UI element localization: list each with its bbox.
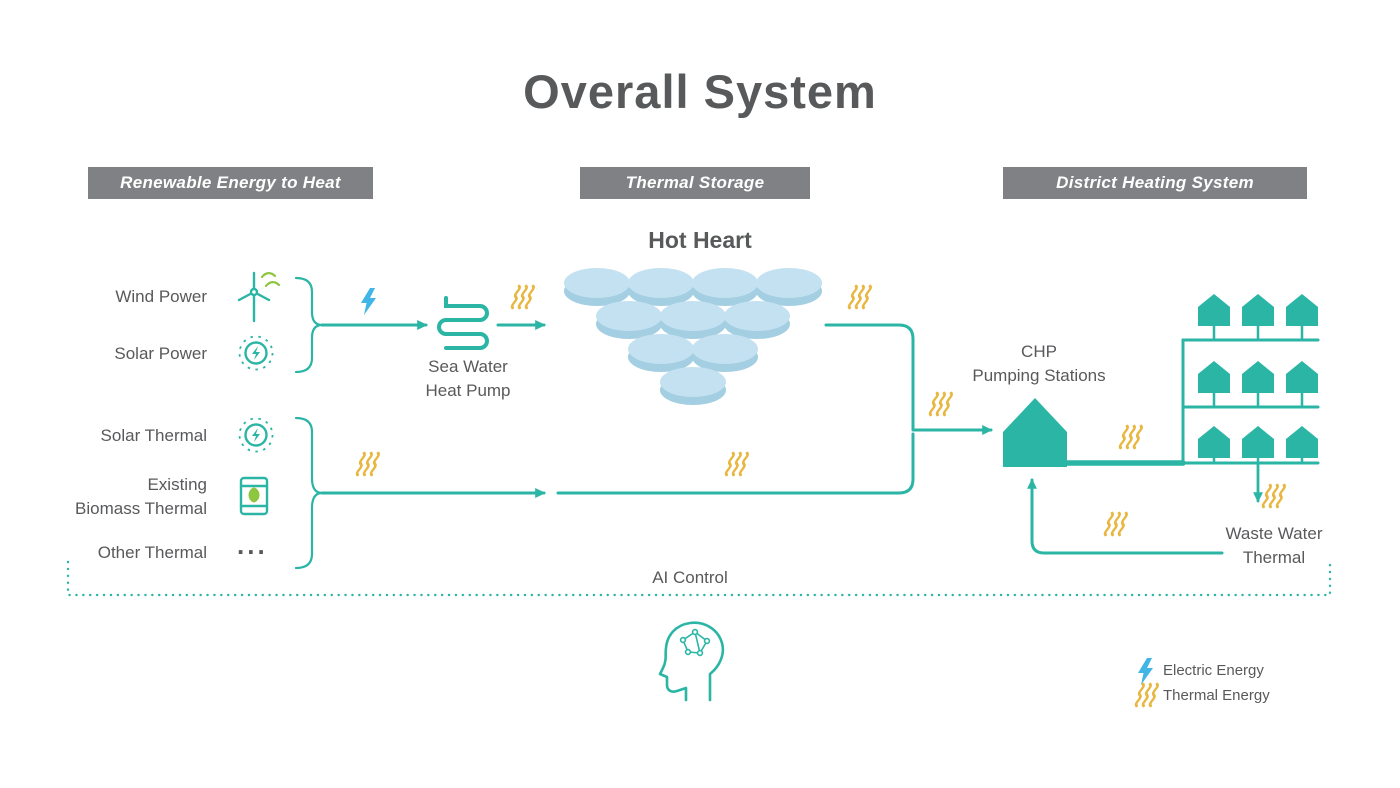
brain-network [679, 628, 711, 657]
house-icon [1198, 361, 1230, 393]
hot-heart-tank-stack [564, 268, 822, 405]
thermal-waves-icon [510, 284, 536, 310]
waste-water-label-line1: Waste Water [1225, 524, 1323, 543]
storage-tank-icon [660, 367, 726, 405]
solar-thermal-label: Solar Thermal [100, 426, 207, 445]
storage-to-chp-pipe [824, 323, 993, 435]
storage-tank-icon [692, 268, 758, 306]
biomass-label-line2: Biomass Thermal [75, 499, 207, 518]
wind-turbine-icon [237, 271, 281, 323]
thermal-waves-icon [1103, 511, 1129, 537]
solar-power-label: Solar Power [114, 344, 207, 363]
storage-tank-icon [596, 301, 662, 339]
thermal-waves-icon [1118, 424, 1144, 450]
storage-tank-icon [660, 301, 726, 339]
house-icon [1242, 294, 1274, 326]
thermal-waves-icon [1134, 682, 1160, 708]
page-title: Overall System [523, 65, 877, 118]
biomass-barrel-leaf-icon [239, 476, 269, 516]
waste-water-label-line2: Thermal [1242, 548, 1306, 567]
legend-electric-label: Electric Energy [1163, 662, 1264, 679]
storage-tank-icon [692, 334, 758, 372]
storage-tank-icon [564, 268, 630, 306]
thermal-waves-icon [355, 451, 381, 477]
house-icon [1286, 426, 1318, 458]
storage-tank-icon [628, 268, 694, 306]
wind-gust-icon [260, 272, 281, 288]
thermal-waves-icon [847, 284, 873, 310]
wind-power-label: Wind Power [115, 287, 207, 306]
other-thermal-label: Other Thermal [97, 543, 207, 562]
sun-lightning-icon [238, 417, 274, 453]
hot-heart-label: Hot Heart [648, 227, 752, 253]
lightning-bolt-icon [1138, 658, 1153, 685]
storage-tank-icon [628, 334, 694, 372]
house-icon [1198, 294, 1230, 326]
lightning-bolt-icon [361, 288, 376, 315]
house-icon [1242, 361, 1274, 393]
section-header-renewable: Renewable Energy to Heat [88, 167, 373, 199]
house-icon [1286, 294, 1318, 326]
sun-lightning-icon [238, 335, 274, 371]
house-icon [1242, 426, 1274, 458]
thermal-waves-icon [928, 391, 954, 417]
district-houses-grid [1198, 294, 1318, 463]
heat-pump-coil-icon [437, 296, 489, 350]
chp-building-icon [1003, 398, 1067, 467]
ai-control-dotted-boundary [66, 560, 1332, 597]
heat-pump-label-line2: Heat Pump [425, 381, 511, 400]
biomass-label-line1: Existing [147, 475, 207, 494]
chp-label-line2: Pumping Stations [972, 366, 1106, 385]
heat-pump-label-line1: Sea Water [428, 357, 508, 376]
section-header-district: District Heating System [1003, 167, 1307, 199]
ellipsis-icon: ... [237, 530, 268, 560]
house-icon [1198, 426, 1230, 458]
storage-tank-icon [724, 301, 790, 339]
thermal-waves-icon [724, 451, 750, 477]
legend-thermal-label: Thermal Energy [1163, 687, 1270, 704]
house-icon [1286, 361, 1318, 393]
ai-brain-head-icon [658, 621, 725, 702]
chp-label-line1: CHP [1021, 342, 1057, 361]
section-header-storage: Thermal Storage [580, 167, 810, 199]
electric-sources-brace [294, 276, 324, 374]
thermal-sources-brace [294, 416, 324, 570]
storage-tank-icon [756, 268, 822, 306]
ai-control-label: AI Control [652, 568, 728, 587]
waste-return-pipe [1027, 478, 1224, 555]
thermal-bypass-pipe [556, 432, 915, 495]
thermal-waves-icon [1261, 483, 1287, 509]
